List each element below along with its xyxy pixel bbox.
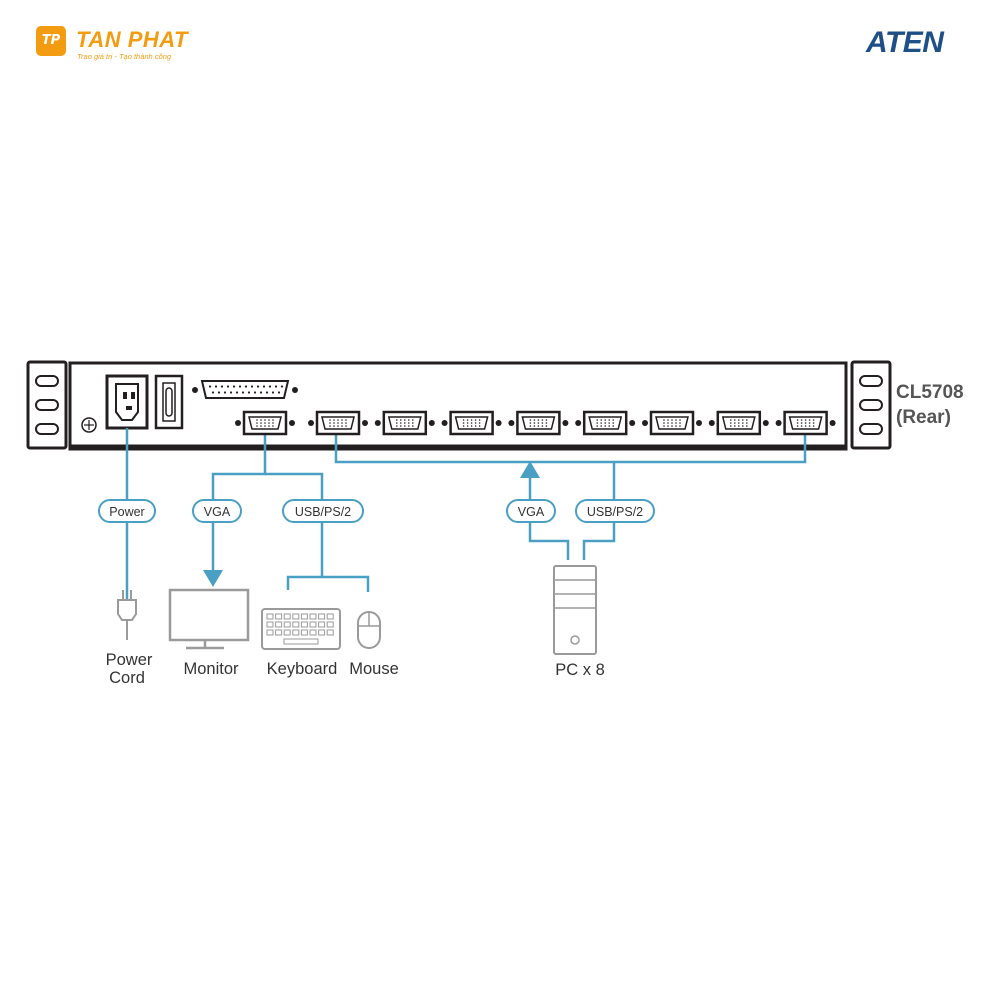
pc-port-5 [575, 410, 636, 436]
tag-power: Power [98, 499, 156, 523]
tag-vga-pc-label: VGA [518, 505, 545, 519]
pc-port-3 [441, 410, 502, 436]
console-vga-port [235, 410, 295, 436]
db25-port [192, 380, 298, 399]
label-power-cord-1: Power [106, 651, 153, 669]
pc-bus-cable [334, 433, 807, 464]
console-usb-cable [265, 472, 370, 592]
tag-vga-console: VGA [192, 499, 242, 523]
label-pc: PC x 8 [555, 661, 605, 679]
label-monitor: Monitor [183, 660, 239, 678]
label-power-cord-2: Cord [109, 669, 145, 687]
tag-vga-console-label: VGA [204, 505, 231, 519]
ground-screw-icon [81, 417, 97, 433]
device-side: (Rear) [896, 407, 951, 428]
tag-power-label: Power [109, 505, 144, 519]
monitor-arrow-icon [203, 570, 223, 587]
mouse-icon [357, 611, 381, 649]
tag-usb-pc-label: USB/PS/2 [587, 505, 643, 519]
rack-ear-right [850, 360, 892, 450]
rack-ear-left [26, 360, 68, 450]
pc-port-2 [374, 410, 435, 436]
tanphat-logo: TP TAN PHAT Trao giá trị - Tạo thành côn… [36, 26, 196, 62]
tanphat-logo-slogan: Trao giá trị - Tạo thành công [77, 52, 172, 61]
power-plug-icon [117, 590, 137, 640]
kvm-chassis [68, 361, 848, 451]
pc-port-1 [308, 410, 368, 436]
tag-usb-pc: USB/PS/2 [575, 499, 655, 523]
tag-usb-console-label: USB/PS/2 [295, 505, 351, 519]
pc-port-8 [775, 410, 836, 436]
pc-arrow-icon [520, 461, 540, 478]
label-keyboard: Keyboard [267, 660, 338, 678]
tanphat-logo-mark: TP [36, 26, 66, 56]
pc-port-6 [642, 410, 702, 436]
power-switch [154, 374, 184, 430]
power-inlet [105, 374, 149, 430]
pc-tower-icon [553, 565, 597, 655]
label-mouse: Mouse [349, 660, 399, 678]
device-model: CL5708 [896, 382, 964, 403]
pc-port-4 [508, 410, 569, 436]
tag-vga-pc: VGA [506, 499, 556, 523]
tanphat-logo-name: TAN PHAT [76, 27, 188, 52]
monitor-icon [168, 588, 250, 650]
keyboard-icon [261, 608, 341, 650]
tag-usb-console: USB/PS/2 [282, 499, 364, 523]
pc-port-7 [708, 410, 769, 436]
aten-logo: ATEN [866, 26, 944, 59]
